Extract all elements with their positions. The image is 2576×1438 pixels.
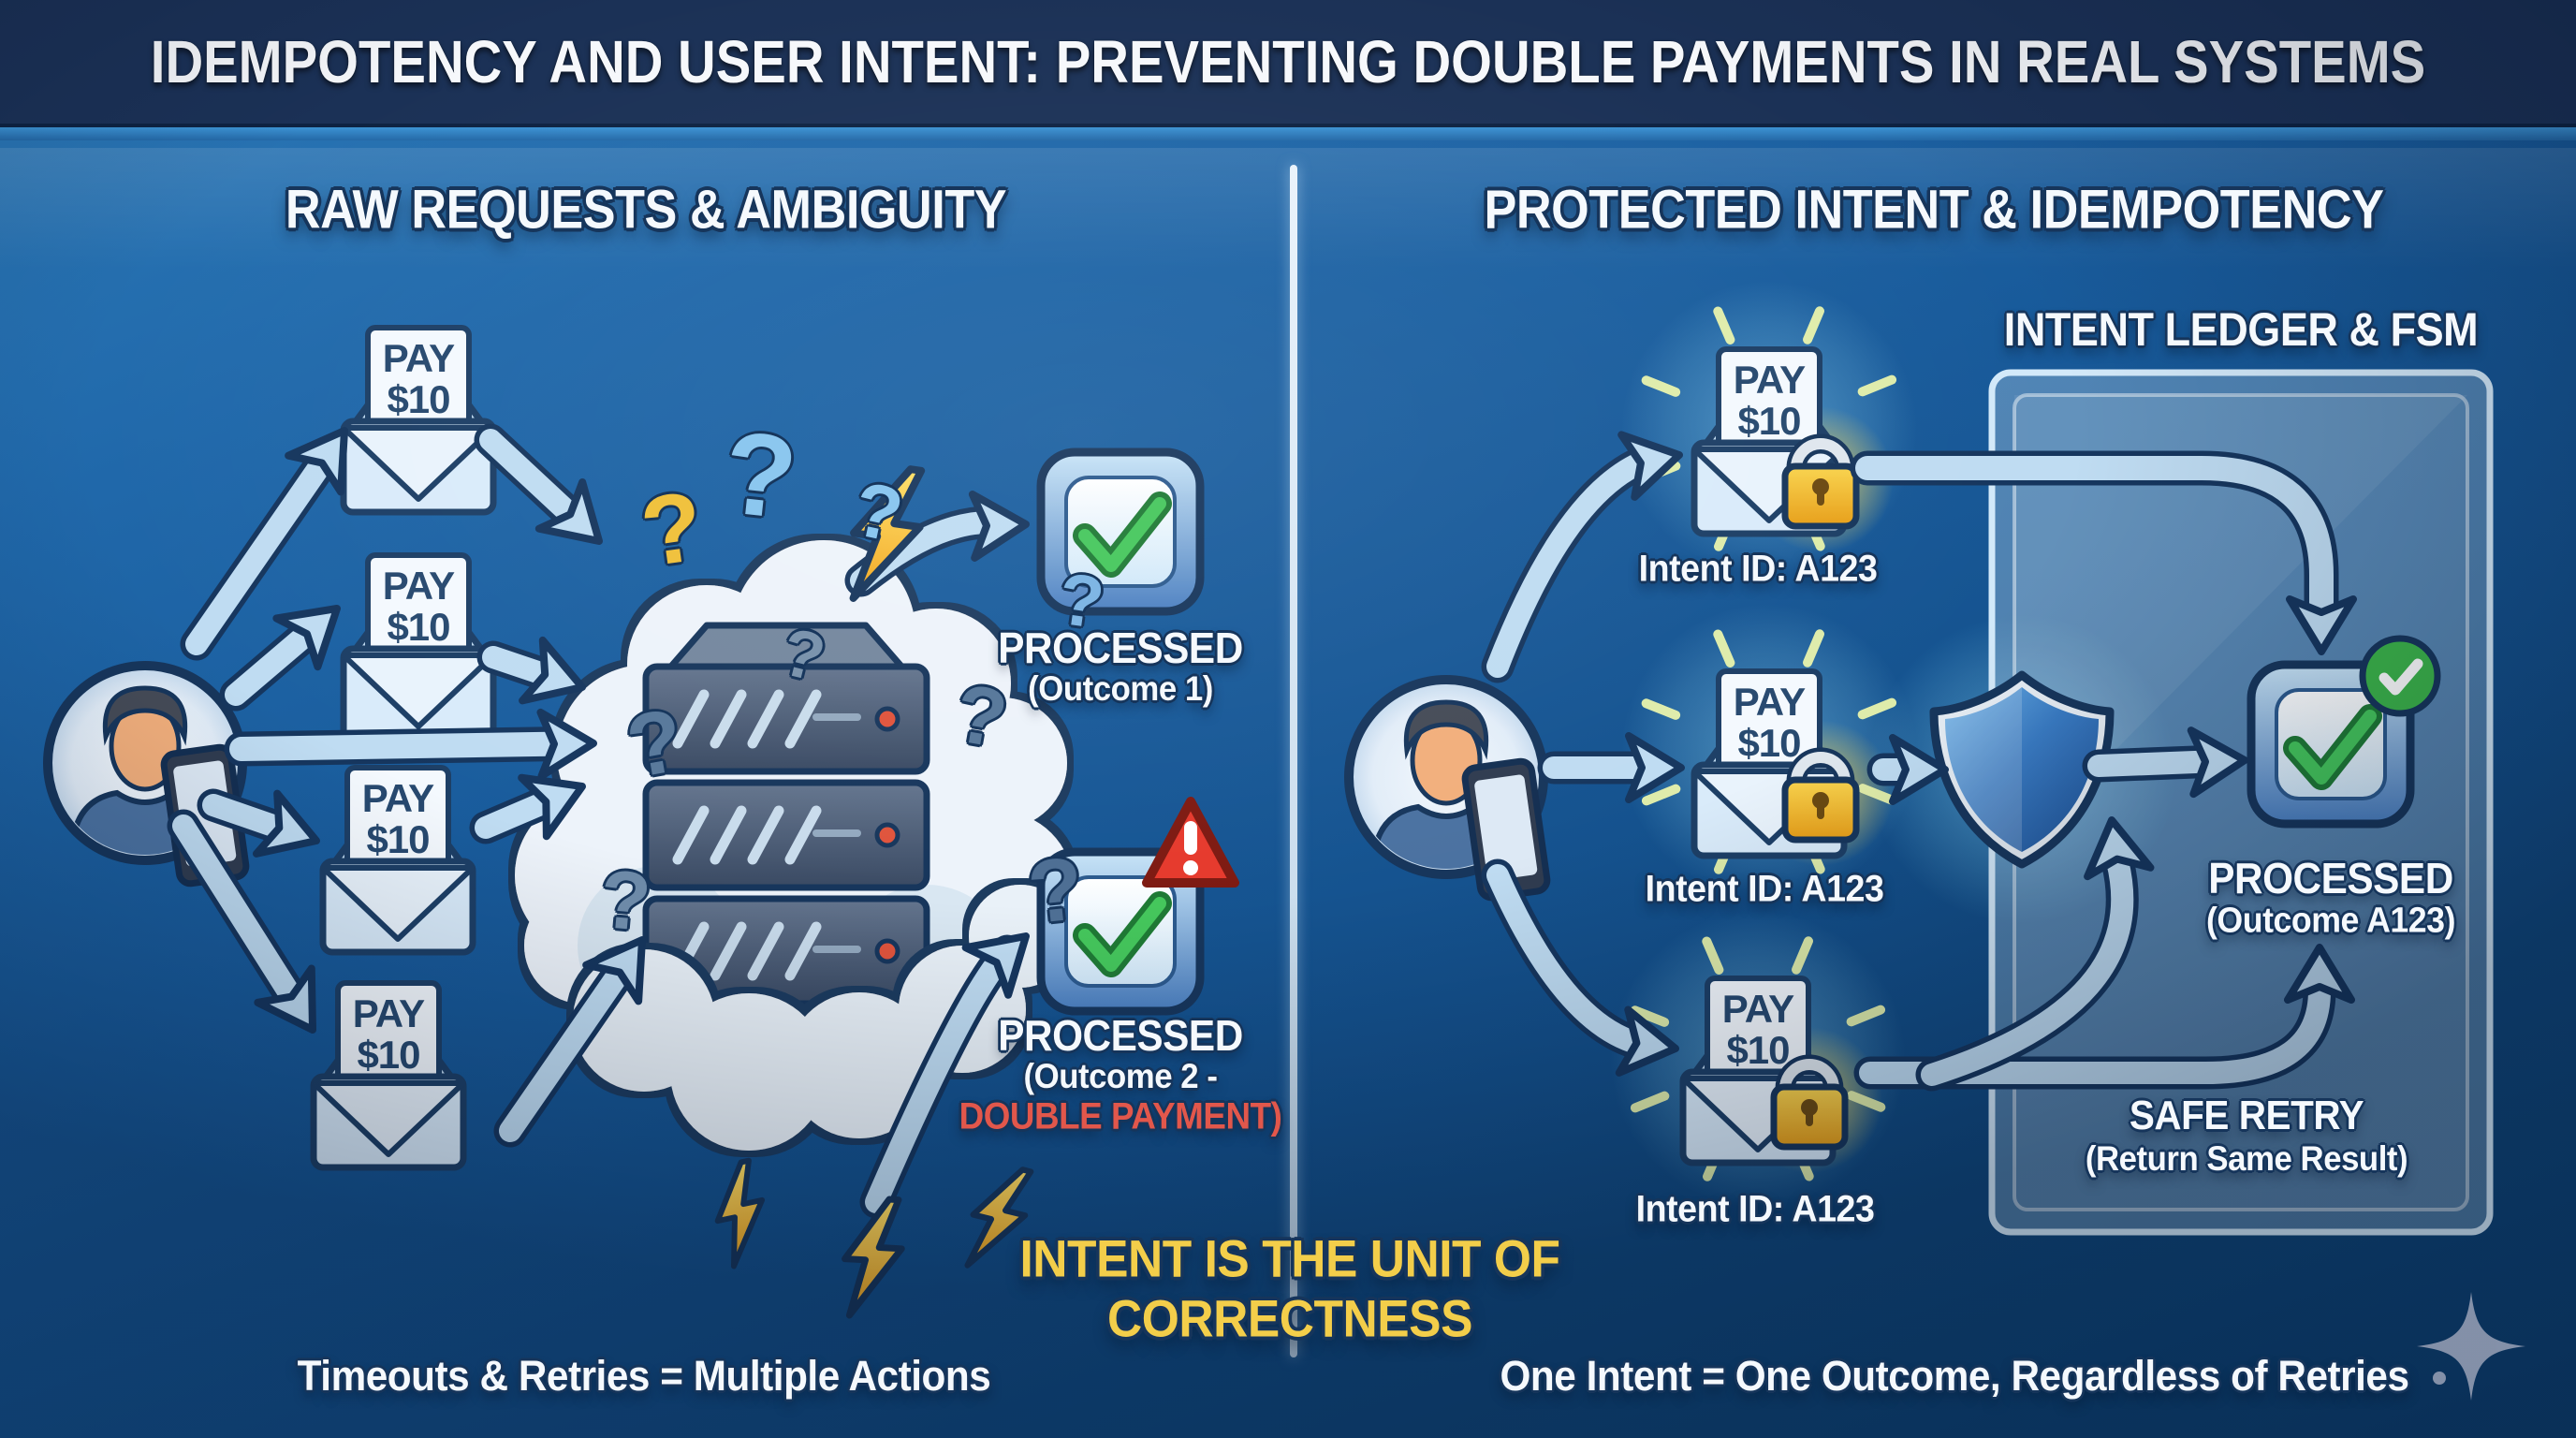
ledger-processed-subtitle: (Outcome A123) (2205, 901, 2456, 941)
outcome-double-box (1041, 797, 1239, 1011)
success-badge-icon (2359, 635, 2441, 717)
glow-ray (1630, 1091, 1670, 1113)
svg-text:PAY: PAY (362, 776, 434, 820)
glow-ray (1641, 784, 1681, 806)
intent-id-label: Intent ID: A123 (1638, 548, 1878, 590)
svg-text:$10: $10 (1726, 1028, 1789, 1072)
glow-ray (1857, 374, 1897, 397)
svg-text:$10: $10 (387, 605, 449, 649)
svg-text:$10: $10 (357, 1033, 419, 1077)
intent-id-label: Intent ID: A123 (1635, 1188, 1875, 1230)
svg-text:$10: $10 (366, 817, 429, 861)
right-panel-heading: PROTECTED INTENT & IDEMPOTENCY (1484, 179, 2384, 241)
glow-ray (1792, 936, 1813, 975)
title-accent-strip (0, 127, 2576, 140)
glow-ray (1630, 1005, 1670, 1027)
tagline-line2: CORRECTNESS (1107, 1288, 1472, 1348)
flow-arrows (167, 423, 2357, 1219)
ledger-heading: INTENT LEDGER & FSM (2003, 303, 2479, 356)
ledger-processed-box (2251, 635, 2441, 824)
glow-ray (1857, 784, 1897, 805)
glow-ray (1846, 1005, 1886, 1027)
user-avatar (1349, 680, 1548, 899)
safe-retry-subtitle: (Return Same Result) (2085, 1139, 2408, 1178)
server-leds (812, 706, 900, 964)
outcome1-title: PROCESSED (998, 624, 1243, 672)
svg-text:PAY: PAY (1722, 987, 1794, 1031)
glow-ray (1803, 306, 1824, 345)
question-mark-glyph: ? (717, 406, 803, 545)
ledger-processed-title: PROCESSED (2208, 854, 2453, 902)
sparkle-icon (2417, 1292, 2525, 1401)
svg-text:$10: $10 (387, 377, 449, 421)
left-caption: Timeouts & Retries = Multiple Actions (297, 1352, 991, 1400)
left-panel-heading: RAW REQUESTS & AMBIGUITY (285, 179, 1007, 241)
heading-highlight-band (0, 148, 2576, 270)
question-mark-glyph: ? (1023, 838, 1089, 944)
glow-ray (1641, 698, 1681, 720)
outcome2-warning-label: DOUBLE PAYMENT) (959, 1095, 1282, 1137)
lightning-icon (707, 1160, 774, 1268)
glow-ray (1803, 629, 1824, 668)
glow-ray (1713, 629, 1735, 668)
svg-text:PAY: PAY (383, 564, 455, 608)
outcome1-subtitle: (Outcome 1) (1028, 669, 1213, 708)
warning-icon (1142, 797, 1239, 888)
intent-id-label: Intent ID: A123 (1645, 868, 1884, 910)
svg-text:PAY: PAY (1734, 358, 1806, 402)
glow-ray (1846, 1091, 1886, 1112)
glow-ray (1702, 936, 1724, 975)
svg-text:$10: $10 (1737, 721, 1800, 765)
safe-retry-title: SAFE RETRY (2129, 1093, 2364, 1138)
outcome2-title: PROCESSED (998, 1011, 1243, 1060)
panel-divider (1290, 165, 1297, 1357)
server-vents (672, 689, 822, 981)
svg-text:$10: $10 (1737, 399, 1800, 443)
glow-ray (1857, 697, 1897, 720)
envelope-letter-text: PAY$10 PAY$10 PAY$10 PAY$10 PAY$10 PAY$1… (353, 336, 1807, 1077)
tagline-line1: INTENT IS THE UNIT OF (1019, 1228, 1560, 1288)
svg-text:PAY: PAY (353, 991, 425, 1035)
right-caption: One Intent = One Outcome, Regardless of … (1500, 1352, 2409, 1400)
glow-ray (1713, 306, 1735, 345)
glow-ray (1641, 375, 1681, 397)
server-stack-icon (642, 622, 930, 1007)
svg-text:PAY: PAY (383, 336, 455, 380)
page-title: IDEMPOTENCY AND USER INTENT: PREVENTING … (150, 28, 2426, 95)
shield-icon (1929, 670, 2115, 869)
svg-text:PAY: PAY (1734, 680, 1806, 724)
outcome2-subtitle: (Outcome 2 - (1023, 1057, 1218, 1095)
title-bar (0, 0, 2576, 127)
question-mark-glyph: ? (595, 851, 655, 949)
